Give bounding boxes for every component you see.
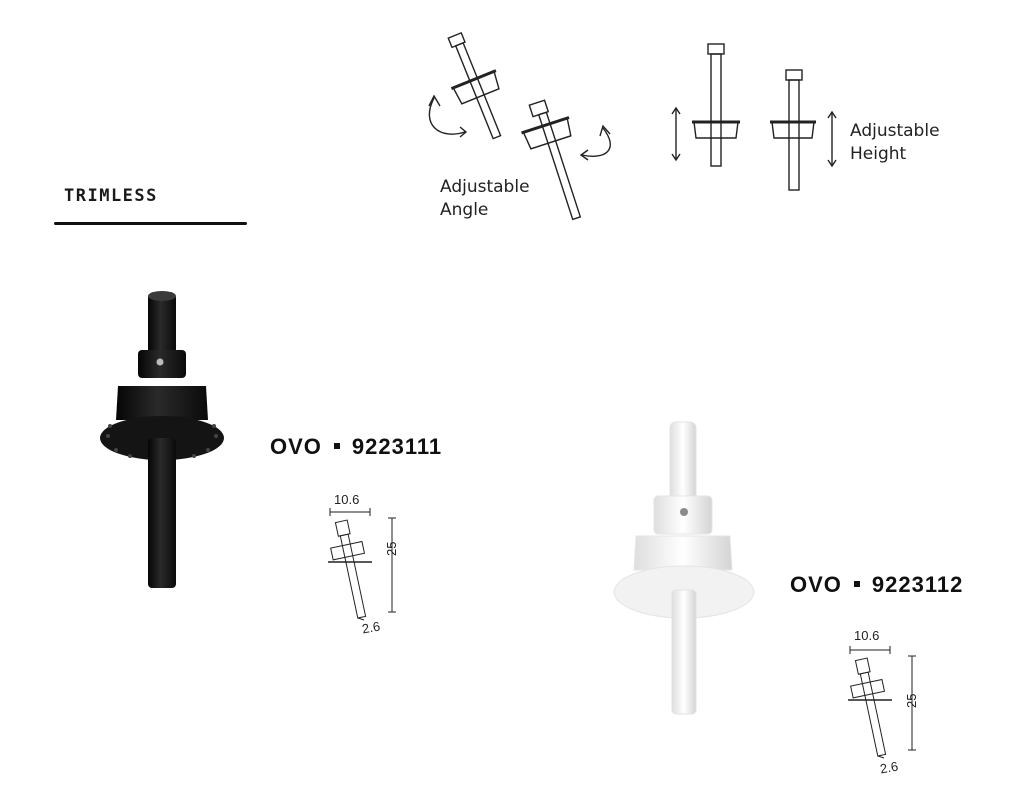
dimension-drawing-white: 10.6 25 2.6 bbox=[842, 628, 942, 783]
adjustable-height-label: Adjustable Height bbox=[850, 120, 940, 166]
product-code: 9223112 bbox=[871, 572, 964, 597]
separator-dot bbox=[333, 443, 340, 450]
height-label-line2: Height bbox=[850, 144, 907, 164]
adjustable-height-diagram bbox=[671, 43, 837, 191]
height-label-line1: Adjustable bbox=[850, 121, 940, 141]
angle-label-line1: Adjustable bbox=[440, 177, 530, 197]
dim-width: 10.6 bbox=[334, 492, 360, 507]
product-photo-black bbox=[100, 291, 224, 588]
dim-width: 10.6 bbox=[854, 628, 880, 643]
product-name-black: OVO 9223111 bbox=[270, 434, 442, 460]
product-name-white: OVO 9223112 bbox=[790, 572, 963, 598]
product-model: OVO bbox=[270, 434, 322, 459]
adjustable-angle-diagram bbox=[428, 31, 611, 221]
section-underline bbox=[54, 222, 247, 225]
section-title: TRIMLESS bbox=[64, 186, 158, 206]
dimension-drawing-black: 10.6 25 2.6 bbox=[322, 492, 422, 642]
product-photo-white bbox=[613, 421, 755, 715]
product-code: 9223111 bbox=[351, 434, 443, 459]
product-model: OVO bbox=[790, 572, 842, 597]
angle-label-line2: Angle bbox=[440, 200, 489, 220]
adjustable-angle-label: Adjustable Angle bbox=[440, 176, 530, 222]
separator-dot bbox=[853, 581, 860, 588]
